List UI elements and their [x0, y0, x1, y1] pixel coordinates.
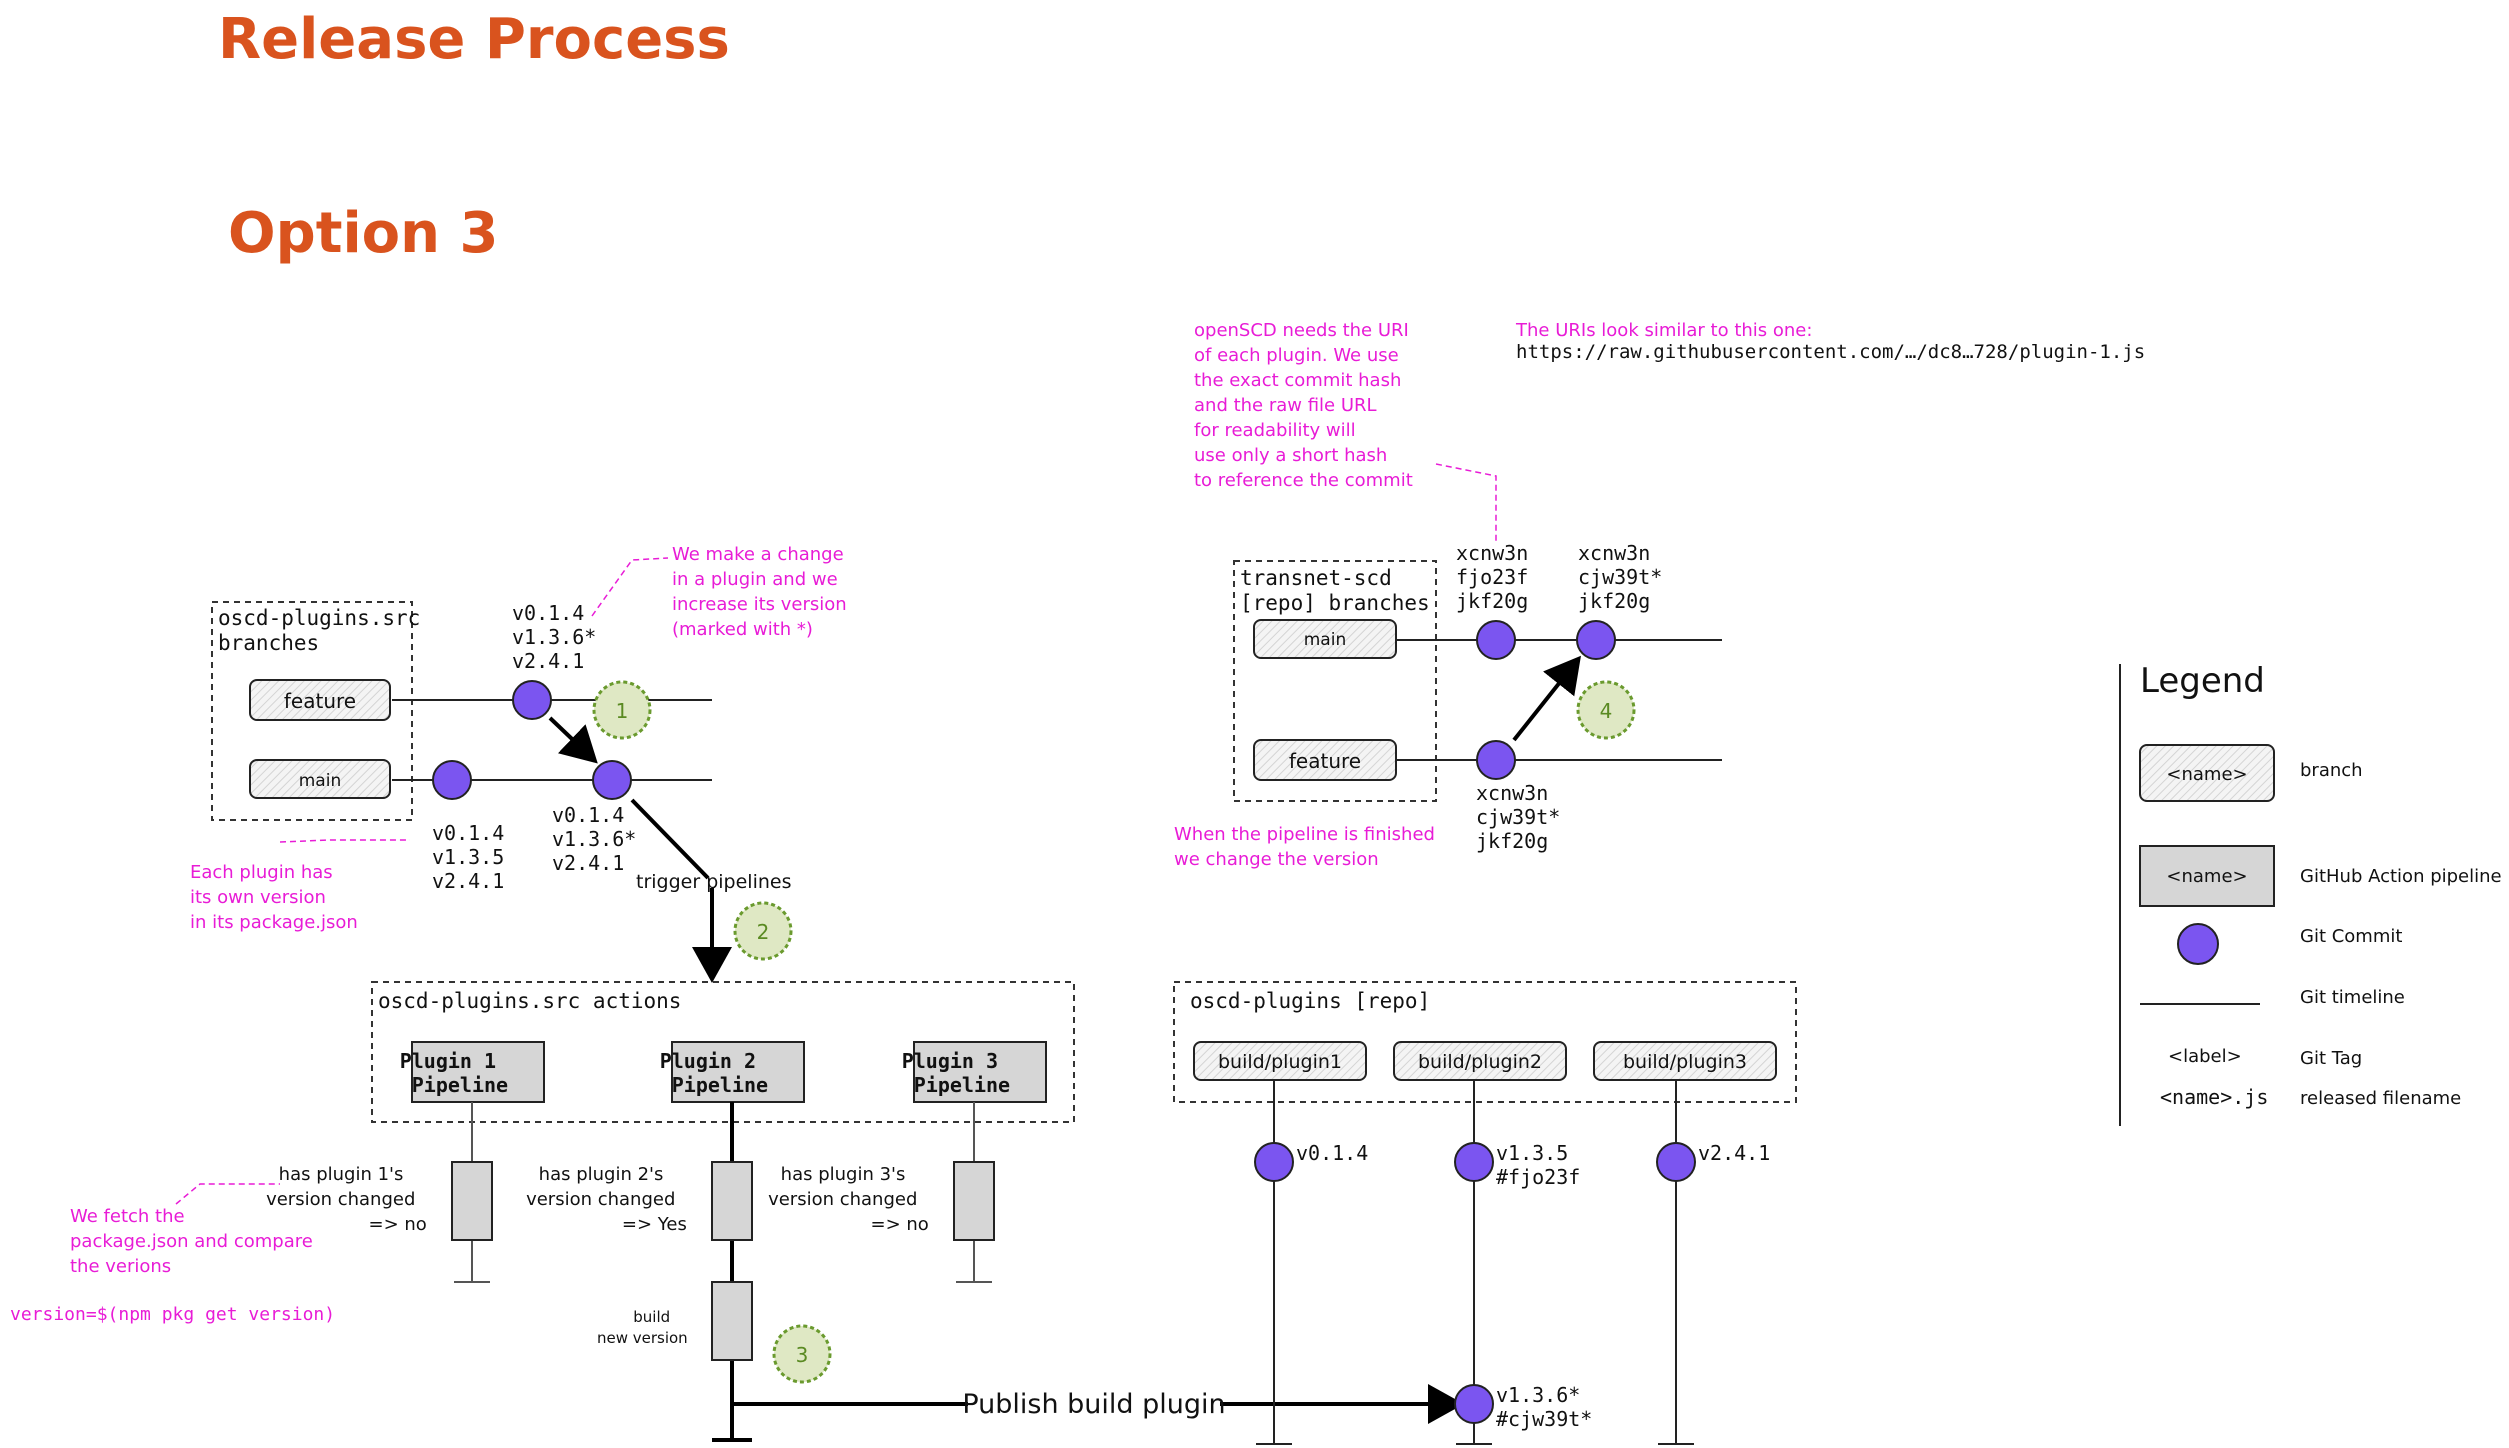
version-command: version=$(npm pkg get version)	[10, 1304, 335, 1325]
note-version: Each plugin has its own version in its p…	[0, 0, 375, 933]
trigger-label: trigger pipelines	[636, 871, 791, 893]
branch-feature-label: feature	[284, 689, 356, 713]
actions-container	[371, 981, 1075, 1123]
repo-commit-plugin1[interactable]	[1254, 1142, 1294, 1182]
uri-example: https://raw.githubusercontent.com/…/dc8……	[1516, 341, 2145, 363]
build-label: build new version	[0, 0, 702, 1347]
transnet-feature-tags: xcnw3n cjw39t* jkf20g	[0, 0, 1621, 853]
repo-label: oscd-plugins [repo]	[1190, 989, 1430, 1013]
transnet-branch-main-label: main	[1304, 630, 1346, 650]
check-2-label: has plugin 2's version changed => Yes	[0, 0, 704, 1235]
pipeline-plugin-3-label: Plugin 3 Pipeline	[0, 0, 1058, 1097]
option-title: Option 3	[228, 201, 498, 266]
legend-commit-desc: Git Commit	[2300, 926, 2402, 947]
transnet-branch-feature-label: feature	[1289, 749, 1361, 773]
legend-tag-sample: <label>	[2168, 1046, 2242, 1067]
legend-pipeline-sample-label: <name>	[2166, 866, 2247, 887]
legend-title: Legend	[2140, 661, 2265, 701]
commit-main-1[interactable]	[432, 760, 472, 800]
repo-commit-plugin2-a[interactable]	[1454, 1142, 1494, 1182]
src-branches-label: oscd-plugins.src branches	[0, 0, 484, 655]
repo-tag-plugin1: v0.1.4	[1296, 1141, 1368, 1165]
note-fetch-connector	[175, 1183, 280, 1205]
legend-timeline-desc: Git timeline	[2300, 987, 2405, 1008]
feature-commit-tags: v0.1.4 v1.3.6* v2.4.1	[0, 0, 657, 673]
branch-main-label: main	[299, 771, 341, 791]
commit-feature[interactable]	[512, 680, 552, 720]
note-uri-connector	[1435, 463, 1497, 544]
pipeline-plugin-1-label: Plugin 1 Pipeline	[0, 0, 556, 1097]
step-3-badge	[772, 1324, 832, 1384]
note-fetch: We fetch the package.json and compare th…	[0, 0, 341, 1277]
repo-branch-plugin3[interactable]	[1593, 1041, 1777, 1081]
transnet-branch-main[interactable]	[1253, 619, 1397, 659]
repo-branch-plugin2-label: build/plugin2	[1418, 1051, 1542, 1073]
pipeline-plugin-3[interactable]	[913, 1041, 1047, 1103]
check-step-2[interactable]	[711, 1161, 753, 1241]
step-4-badge	[1576, 680, 1636, 740]
transnet-main-2-tags: xcnw3n cjw39t* jkf20g	[0, 0, 1723, 613]
legend-pipeline-sample	[2139, 845, 2275, 907]
repo-branch-plugin1[interactable]	[1193, 1041, 1367, 1081]
trigger-line	[630, 798, 710, 880]
src-branches-container	[211, 601, 413, 821]
note-change: We make a change in a plugin and we incr…	[0, 0, 875, 640]
check-3-label: has plugin 3's version changed => no	[0, 0, 946, 1235]
transnet-branch-feature[interactable]	[1253, 739, 1397, 781]
actions-label: oscd-plugins.src actions	[378, 989, 681, 1013]
check-1-label: has plugin 1's version changed => no	[0, 0, 444, 1235]
note-version-connector	[279, 839, 410, 843]
uri-intro: The URIs look similar to this one:	[1515, 320, 1812, 341]
check-step-3[interactable]	[953, 1161, 995, 1241]
transnet-merge-arrow	[1512, 655, 1581, 742]
legend-branch-sample	[2139, 744, 2275, 802]
note-uri: openSCD needs the URI of each plugin. We…	[0, 0, 1437, 491]
step-3-label: 3	[796, 1343, 809, 1367]
commit-main-2[interactable]	[592, 760, 632, 800]
main-title: Release Process	[218, 7, 730, 72]
transnet-commit-main-1[interactable]	[1476, 620, 1516, 660]
pipeline-plugin-2[interactable]	[671, 1041, 805, 1103]
repo-branch-plugin2[interactable]	[1393, 1041, 1567, 1081]
step-2-label: 2	[757, 920, 770, 944]
step-2-badge	[733, 901, 793, 961]
transnet-label: transnet-scd [repo] branches	[0, 0, 1468, 615]
repo-tag-plugin2-a: v1.3.5 #fjo23f	[1496, 1141, 1580, 1189]
repo-branch-plugin3-label: build/plugin3	[1623, 1051, 1747, 1073]
legend-branch-sample-label: <name>	[2166, 764, 2247, 785]
legend-tag-desc: Git Tag	[2300, 1048, 2362, 1069]
pipeline-plugin-1[interactable]	[411, 1041, 545, 1103]
note-pipeline: When the pipeline is finished we change …	[0, 0, 1464, 870]
legend-file-desc: released filename	[2300, 1088, 2461, 1109]
branch-feature[interactable]	[249, 679, 391, 721]
main-commit-2-tags: v0.1.4 v1.3.6* v2.4.1	[0, 0, 697, 875]
step-1-label: 1	[616, 699, 629, 723]
transnet-container	[1233, 560, 1437, 802]
transnet-commit-feature[interactable]	[1476, 740, 1516, 780]
repo-commit-plugin3[interactable]	[1656, 1142, 1696, 1182]
transnet-main-1-tags: xcnw3n fjo23f jkf20g	[0, 0, 1588, 613]
step-4-label: 4	[1600, 699, 1613, 723]
repo-commit-plugin2-b[interactable]	[1454, 1384, 1494, 1424]
publish-label: Publish build plugin	[962, 1389, 1225, 1420]
note-change-connector	[591, 557, 669, 617]
step-1-badge	[592, 680, 652, 740]
pipeline-plugin-2-label: Plugin 2 Pipeline	[0, 0, 816, 1097]
repo-branch-plugin1-label: build/plugin1	[1218, 1051, 1342, 1073]
legend-commit-sample	[2177, 923, 2219, 965]
legend-file-sample: <name>.js	[2160, 1085, 2268, 1109]
build-step[interactable]	[711, 1281, 753, 1361]
merge-arrow	[548, 716, 598, 764]
repo-tag-plugin2-b: v1.3.6* #cjw39t*	[1496, 1383, 1592, 1431]
branch-main[interactable]	[249, 759, 391, 799]
repo-container	[1173, 981, 1797, 1103]
repo-tag-plugin3: v2.4.1	[1698, 1141, 1770, 1165]
legend-branch-desc: branch	[2300, 760, 2363, 781]
legend-pipeline-desc: GitHub Action pipeline	[2300, 866, 2502, 887]
transnet-commit-main-2[interactable]	[1576, 620, 1616, 660]
check-step-1[interactable]	[451, 1161, 493, 1241]
main-commit-1-tags: v0.1.4 v1.3.5 v2.4.1	[0, 0, 564, 893]
